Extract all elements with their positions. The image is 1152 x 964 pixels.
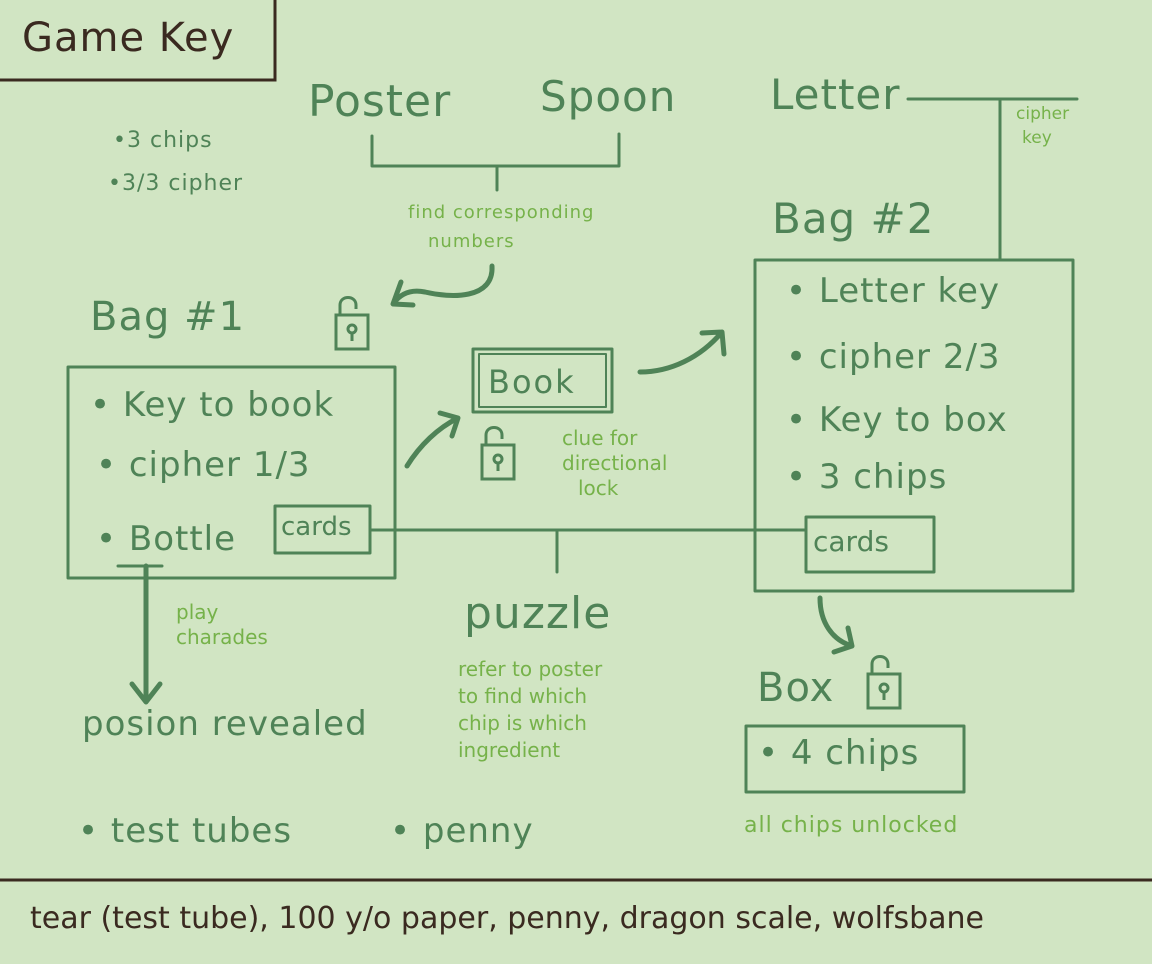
box-title: Box <box>757 665 835 711</box>
puzzle-note-line4: ingredient <box>458 738 561 762</box>
letter-label: Letter <box>770 70 901 119</box>
bag2-cards-label: cards <box>813 525 889 558</box>
bag1-item-cipher: • cipher 1/3 <box>96 445 311 485</box>
bag1-to-book-arrow <box>404 410 461 469</box>
title-frame <box>0 0 277 82</box>
cipher-key-note-line2: key <box>1022 128 1052 148</box>
box-note: all chips unlocked <box>744 813 959 838</box>
poison-revealed-label: posion revealed <box>82 704 368 744</box>
puzzle-note-line1: refer to poster <box>458 657 603 681</box>
book-lock-icon <box>480 426 516 481</box>
find-note-line1: find corresponding <box>408 202 595 223</box>
book-note-line1: clue for <box>562 426 638 450</box>
puzzle-label: puzzle <box>464 588 612 639</box>
bottom-item-test-tubes: • test tubes <box>78 811 293 851</box>
bag2-frame <box>753 258 1075 593</box>
bag1-frame <box>66 365 397 580</box>
cipher-key-note-line1: cipher <box>1016 104 1070 124</box>
play-note-line2: charades <box>176 625 268 649</box>
bag2-item-3-chips: • 3 chips <box>786 457 948 497</box>
book-label: Book <box>488 363 576 401</box>
bag1-title: Bag #1 <box>90 294 246 340</box>
box-frame <box>744 724 966 794</box>
book-inner-frame <box>478 353 607 408</box>
page-title: Game Key <box>22 15 235 61</box>
puzzle-note-line3: chip is which <box>458 711 587 735</box>
book-frame <box>471 347 614 414</box>
bottom-item-penny: • penny <box>390 811 534 851</box>
bag1-item-bottle: • Bottle <box>96 519 237 559</box>
bag1-cards-label: cards <box>281 512 352 542</box>
book-note: clue for directional lock <box>562 426 667 501</box>
bag2-title: Bag #2 <box>772 194 935 243</box>
bag1-lock-icon <box>334 296 370 351</box>
note-3-3-cipher: •3/3 cipher <box>108 171 244 196</box>
cards-connector <box>368 528 808 574</box>
play-note-line1: play <box>176 600 219 624</box>
book-note-line2: directional <box>562 451 668 475</box>
letter-connector <box>906 97 1079 262</box>
puzzle-note-line2: to find which <box>458 684 588 708</box>
box-item-4-chips: • 4 chips <box>758 733 920 773</box>
bag2-item-cipher: • cipher 2/3 <box>786 337 1001 377</box>
bag1-item-key-to-book: • Key to book <box>90 385 335 425</box>
note-3-chips: •3 chips <box>113 128 213 153</box>
bag2-cards-frame <box>804 515 936 574</box>
book-to-bag2-arrow <box>637 329 727 375</box>
spoon-label: Spoon <box>540 72 677 121</box>
puzzle-note: refer to poster to find which chip is wh… <box>458 656 602 764</box>
poster-label: Poster <box>308 76 452 127</box>
bag2-to-box-arrow <box>817 595 855 655</box>
bottle-arrow <box>129 563 163 705</box>
footer-ingredients: tear (test tube), 100 y/o paper, penny, … <box>30 901 985 936</box>
bag2-item-letter-key: • Letter key <box>786 271 1001 311</box>
play-charades-note: play charades <box>176 600 268 650</box>
find-numbers-arrow <box>390 263 495 308</box>
find-note-line2: numbers <box>428 231 515 252</box>
poster-spoon-bracket <box>370 132 621 192</box>
book-note-line3: lock <box>578 476 619 500</box>
box-lock-icon <box>866 655 902 710</box>
bag2-item-key-to-box: • Key to box <box>786 400 1008 440</box>
